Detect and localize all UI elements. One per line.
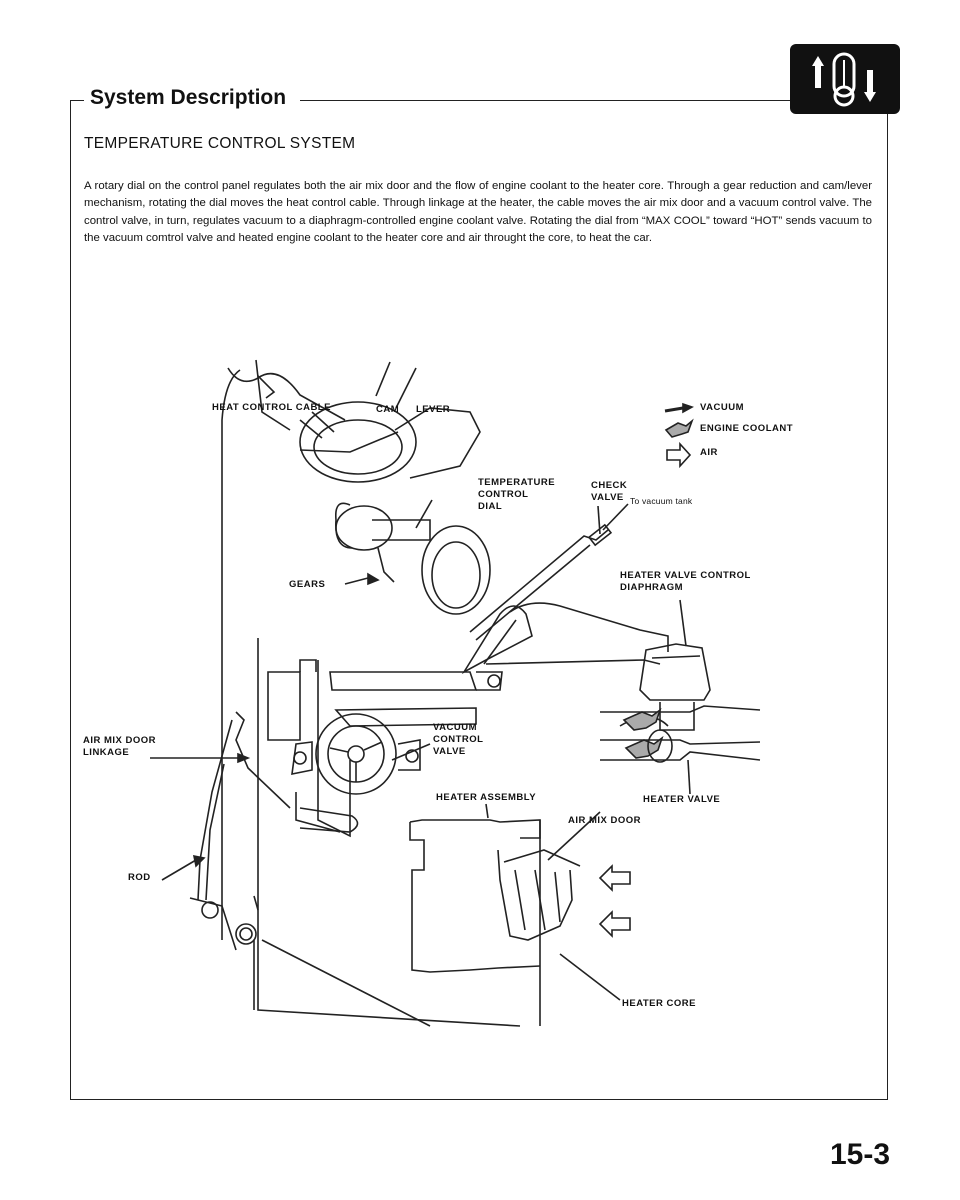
label-diaphragm: DIAPHRAGM: [620, 582, 684, 593]
frame-top-right: [300, 100, 888, 101]
label-vacuum-control-3: VALVE: [433, 746, 466, 757]
label-temperature: TEMPERATURE: [478, 477, 556, 488]
legend-air: AIR: [700, 447, 718, 458]
label-heater-valve: HEATER VALVE: [643, 794, 721, 805]
label-to-vacuum-tank: To vacuum tank: [630, 496, 693, 506]
label-air-mix-door-linkage-2: LINKAGE: [83, 747, 130, 758]
section-frame: [70, 100, 888, 1100]
label-dial: DIAL: [478, 501, 503, 512]
label-heat-control-cable: HEAT CONTROL CABLE: [212, 402, 331, 413]
subheading: TEMPERATURE CONTROL SYSTEM: [84, 135, 356, 152]
label-air-mix-door: AIR MIX DOOR: [568, 815, 642, 826]
section-title: System Description: [90, 86, 287, 109]
label-cam: CAM: [376, 404, 400, 415]
legend-engine-coolant: ENGINE COOLANT: [700, 423, 794, 434]
body-paragraph: A rotary dial on the control panel regul…: [84, 178, 872, 247]
label-heater-valve-control: HEATER VALVE CONTROL: [620, 570, 751, 581]
heater-thermometer-icon: [790, 44, 900, 114]
label-valve: VALVE: [591, 492, 624, 503]
label-heater-assembly: HEATER ASSEMBLY: [436, 792, 537, 803]
label-check: CHECK: [591, 480, 628, 491]
label-vacuum-control-1: VACUUM: [433, 722, 477, 733]
label-gears: GEARS: [289, 579, 326, 590]
label-rod: ROD: [128, 872, 151, 883]
legend-vacuum: VACUUM: [700, 402, 744, 413]
page-number: 15-3: [830, 1138, 891, 1171]
label-air-mix-door-linkage-1: AIR MIX DOOR: [83, 735, 157, 746]
frame-top-left: [70, 100, 84, 101]
label-heater-core: HEATER CORE: [622, 998, 696, 1009]
label-lever: LEVER: [416, 404, 451, 415]
paragraph-text: A rotary dial on the control panel regul…: [84, 180, 872, 244]
label-vacuum-control-2: CONTROL: [433, 734, 484, 745]
label-control: CONTROL: [478, 489, 529, 500]
